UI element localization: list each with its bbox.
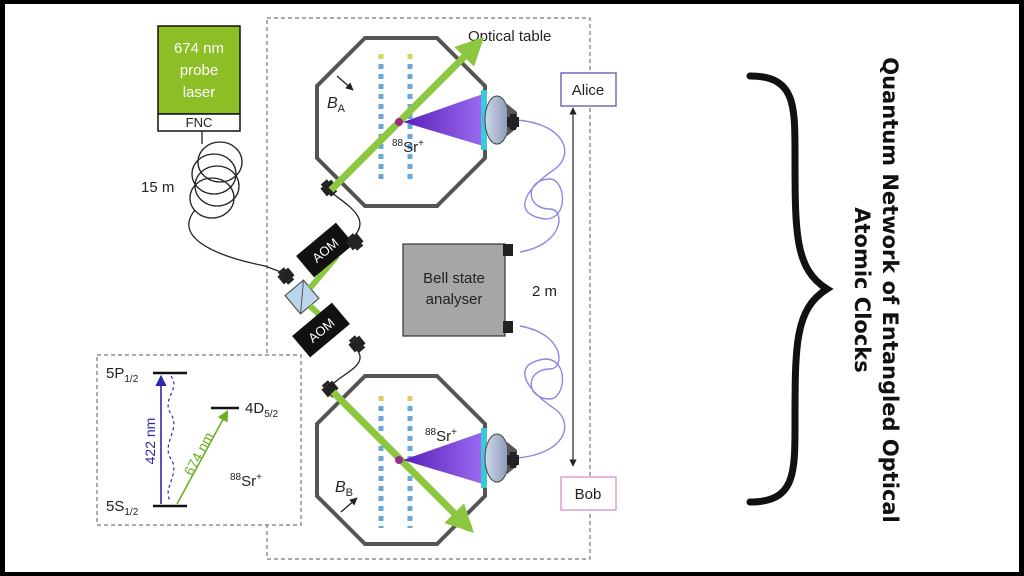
trap-b [315, 374, 517, 546]
alice-box [560, 72, 617, 107]
trap-b-field-label: BB [335, 479, 353, 499]
collection-fibers [516, 119, 566, 459]
laser-line-1: 674 nm [174, 40, 224, 57]
probe-laser: 674 nm probe laser FNC [157, 25, 241, 132]
level-4d-label: 4D5/2 [245, 400, 279, 420]
optical-table-boundary [266, 17, 591, 560]
bell-state-analyser: Bell state analyser [402, 243, 513, 337]
laser-line-2: probe [180, 62, 218, 79]
fiber-coupler-icon [348, 335, 366, 353]
arrow-icon [336, 75, 354, 91]
fiber-coupler-icon [507, 114, 519, 130]
arrow-icon [340, 497, 358, 513]
side-title-line-2: Atomic Clocks [850, 207, 874, 373]
bsa-line-2: analyser [426, 291, 483, 308]
fnc-label: FNC [186, 115, 213, 130]
beam-splitter-icon [284, 279, 320, 315]
fiber-aom-a [330, 191, 361, 240]
curly-brace-icon [746, 72, 834, 506]
optical-table-label: Optical table [468, 28, 551, 45]
fiber-length-label: 15 m [141, 179, 174, 196]
green-transition-arrow [176, 410, 229, 505]
network-diagram: Optical table 674 nm probe laser FNC 15 … [96, 17, 902, 560]
fiber-coupler-icon [507, 452, 519, 468]
bob-box [560, 476, 617, 511]
distance-label: 2 m [532, 283, 557, 300]
fiber-aom-b [330, 345, 361, 387]
energy-level-inset [96, 354, 302, 526]
alice-label: Alice [572, 82, 605, 99]
side-title-line-1: Quantum Network of Entangled Optical [878, 57, 902, 523]
fiber-coupler-icon [277, 267, 295, 285]
trap-a-ion-label: 88Sr+ [392, 138, 424, 156]
trap-a-field-label: BA [327, 95, 346, 115]
fiber-spool [188, 131, 282, 273]
level-5p-label: 5P1/2 [106, 365, 139, 385]
trap-a [315, 36, 517, 208]
bob-label: Bob [575, 486, 602, 503]
level-5s-label: 5S1/2 [106, 498, 139, 518]
blue-transition-label: 422 nm [142, 418, 158, 465]
laser-line-3: laser [183, 84, 216, 101]
slide-canvas: Optical table 674 nm probe laser FNC 15 … [5, 4, 1019, 572]
fiber-coupler-icon [346, 233, 364, 251]
fluorescence-cone-b [403, 432, 483, 484]
inset-ion-label: 88Sr+ [230, 472, 262, 490]
side-title: Quantum Network of Entangled Optical Ato… [850, 57, 902, 523]
probe-beam-a [328, 37, 484, 193]
trap-b-ion-label: 88Sr+ [425, 427, 457, 445]
decay-path [167, 375, 175, 503]
bsa-line-1: Bell state [423, 270, 485, 287]
fluorescence-cone-a [403, 94, 483, 146]
